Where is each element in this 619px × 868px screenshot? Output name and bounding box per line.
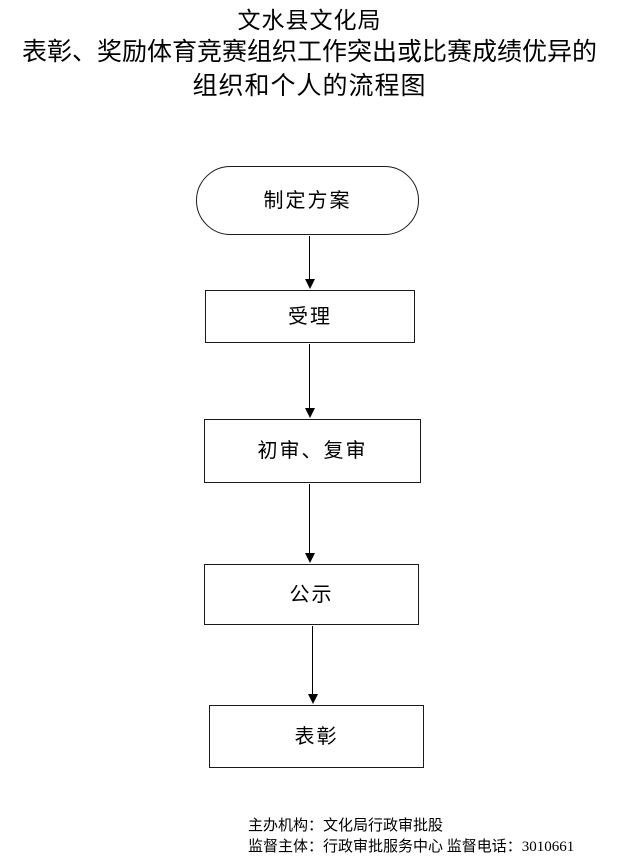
flow-arrow-accept-to-review [305,344,315,418]
arrow-head-icon [305,408,315,418]
arrow-head-icon [305,279,315,289]
flow-node-plan-label: 制定方案 [263,189,352,212]
flow-arrow-publicity-to-commend [308,626,318,704]
flow-node-review: 初审、复审 [204,419,421,483]
title-line-2: 表彰、奖励体育竞赛组织工作突出或比赛成绩优异的 [21,39,597,66]
flow-node-plan: 制定方案 [196,166,419,235]
flow-node-accept-label: 受理 [288,305,332,328]
arrow-shaft [309,236,311,280]
flow-node-commend-label: 表彰 [294,725,339,748]
flow-arrow-plan-to-accept [305,236,315,289]
arrow-shaft [309,484,311,554]
flow-node-publicity-label: 公示 [289,583,334,606]
footer-supervisor: 监督主体：行政审批服务中心 监督电话：3010661 [248,839,575,855]
flowchart: 制定方案 受理 初审、复审 公示 表彰 [0,160,619,790]
flow-node-review-label: 初审、复审 [257,440,368,462]
flow-node-publicity: 公示 [204,564,419,625]
title-line-3: 组织和个人的流程图 [192,73,427,100]
arrow-head-icon [305,553,315,563]
flow-node-accept: 受理 [205,290,415,343]
arrow-shaft [312,626,314,695]
footer: 主办机构：文化局行政审批股 监督主体：行政审批服务中心 监督电话：3010661 [248,816,608,858]
flow-node-commend: 表彰 [209,705,424,768]
footer-organizer: 主办机构：文化局行政审批股 [248,818,444,834]
arrow-head-icon [308,694,318,704]
document-title: 文水县文化局 表彰、奖励体育竞赛组织工作突出或比赛成绩优异的 组织和个人的流程图 [0,6,619,104]
arrow-shaft [309,344,311,409]
title-line-1: 文水县文化局 [237,8,382,33]
flow-arrow-review-to-publicity [305,484,315,563]
